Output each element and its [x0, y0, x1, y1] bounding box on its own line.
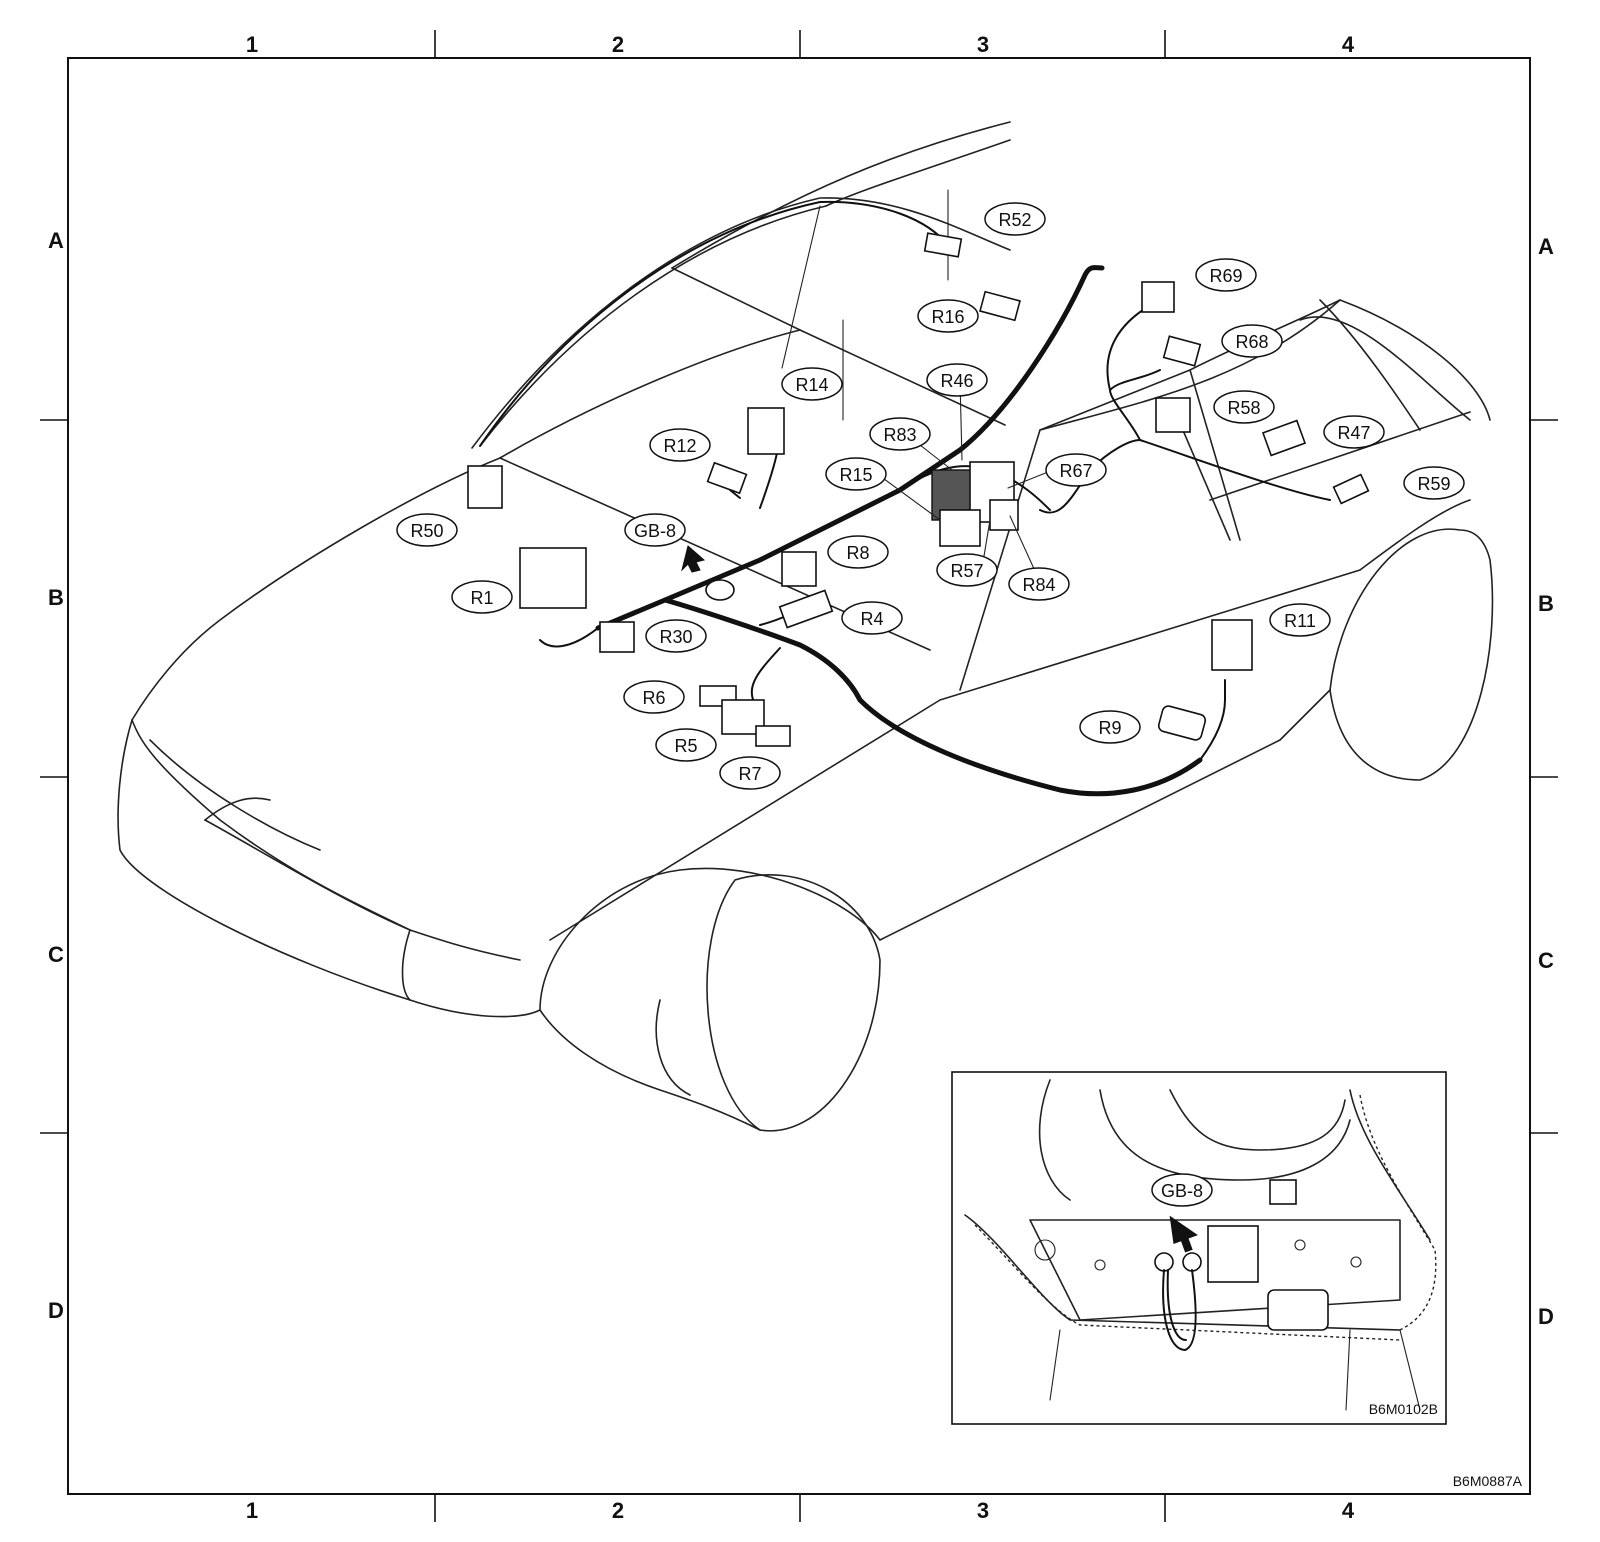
inset-detail: GB-8 B6M0102B	[951, 1071, 1447, 1425]
svg-text:R8: R8	[846, 543, 869, 563]
callout-R11: R11	[1269, 603, 1331, 637]
callout-labels: R52 R16 R69 R68 R46 R14 R58 R47 R12 R83 …	[396, 202, 1465, 790]
callout-R58: R58	[1213, 390, 1275, 424]
callout-R46: R46	[926, 363, 988, 397]
column-label-3-bottom: 3	[977, 1498, 989, 1523]
column-label-4-top: 4	[1342, 32, 1355, 57]
svg-text:R16: R16	[931, 307, 964, 327]
row-label-C-left: C	[48, 942, 64, 967]
callout-R83: R83	[869, 417, 931, 451]
svg-text:R57: R57	[950, 561, 983, 581]
svg-text:R6: R6	[642, 688, 665, 708]
svg-text:R58: R58	[1227, 398, 1260, 418]
callout-R14: R14	[781, 367, 843, 401]
svg-text:R69: R69	[1209, 266, 1242, 286]
svg-text:R68: R68	[1235, 332, 1268, 352]
callout-R4: R4	[841, 601, 903, 635]
callout-R1: R1	[451, 580, 513, 614]
column-label-3-top: 3	[977, 32, 989, 57]
inset-ground-arrow	[1169, 1215, 1198, 1253]
svg-text:R67: R67	[1059, 461, 1092, 481]
svg-text:R9: R9	[1098, 718, 1121, 738]
inset-code: B6M0102B	[1369, 1401, 1438, 1417]
svg-text:R84: R84	[1022, 575, 1055, 595]
callout-R30: R30	[645, 619, 707, 653]
column-ticks	[434, 30, 1166, 1522]
callout-R47: R47	[1323, 415, 1385, 449]
row-label-B-left: B	[48, 585, 64, 610]
callout-R67: R67	[1045, 453, 1107, 487]
svg-text:R14: R14	[795, 375, 828, 395]
row-ticks	[40, 419, 1558, 1134]
inset-callout-GB-8: GB-8	[1151, 1173, 1213, 1207]
svg-text:R12: R12	[663, 436, 696, 456]
svg-text:R59: R59	[1417, 474, 1450, 494]
callout-R16: R16	[917, 299, 979, 333]
callout-R52: R52	[984, 202, 1046, 236]
callout-R9: R9	[1079, 710, 1141, 744]
callout-R84: R84	[1008, 567, 1070, 601]
callout-R57: R57	[936, 553, 998, 587]
column-label-4-bottom: 4	[1342, 1498, 1355, 1523]
wiring-harness	[479, 200, 1331, 797]
car-body-outline	[117, 121, 1494, 1132]
column-label-2-bottom: 2	[612, 1498, 624, 1523]
figure-code: B6M0887A	[1453, 1473, 1523, 1489]
svg-text:R46: R46	[940, 371, 973, 391]
svg-text:GB-8: GB-8	[1161, 1181, 1203, 1201]
svg-text:R4: R4	[860, 609, 883, 629]
svg-text:R15: R15	[839, 465, 872, 485]
column-label-1-bottom: 1	[246, 1498, 258, 1523]
connectors	[467, 232, 1370, 747]
svg-text:R7: R7	[738, 764, 761, 784]
svg-text:R1: R1	[470, 588, 493, 608]
row-label-A-right: A	[1538, 234, 1554, 259]
svg-text:GB-8: GB-8	[634, 521, 676, 541]
svg-text:R47: R47	[1337, 423, 1370, 443]
callout-R15: R15	[825, 457, 887, 491]
svg-text:R11: R11	[1284, 611, 1316, 631]
ground-arrow	[681, 545, 706, 573]
svg-text:R52: R52	[998, 210, 1031, 230]
svg-text:R83: R83	[883, 425, 916, 445]
callout-R12: R12	[649, 428, 711, 462]
row-label-A-left: A	[48, 228, 64, 253]
column-label-1-top: 1	[246, 32, 258, 57]
row-label-D-right: D	[1538, 1304, 1554, 1329]
callout-R68: R68	[1221, 324, 1283, 358]
diagram-frame	[67, 57, 1531, 1495]
callout-R59: R59	[1403, 466, 1465, 500]
callout-GB-8: GB-8	[624, 513, 686, 547]
column-label-2-top: 2	[612, 32, 624, 57]
callout-R50: R50	[396, 513, 458, 547]
row-label-D-left: D	[48, 1298, 64, 1323]
svg-text:R30: R30	[659, 627, 692, 647]
callout-R5: R5	[655, 728, 717, 762]
callout-R69: R69	[1195, 258, 1257, 292]
callout-R8: R8	[827, 535, 889, 569]
row-label-B-right: B	[1538, 591, 1554, 616]
callout-R6: R6	[623, 680, 685, 714]
row-label-C-right: C	[1538, 948, 1554, 973]
svg-text:R5: R5	[674, 736, 697, 756]
callout-R7: R7	[719, 756, 781, 790]
svg-text:R50: R50	[410, 521, 443, 541]
